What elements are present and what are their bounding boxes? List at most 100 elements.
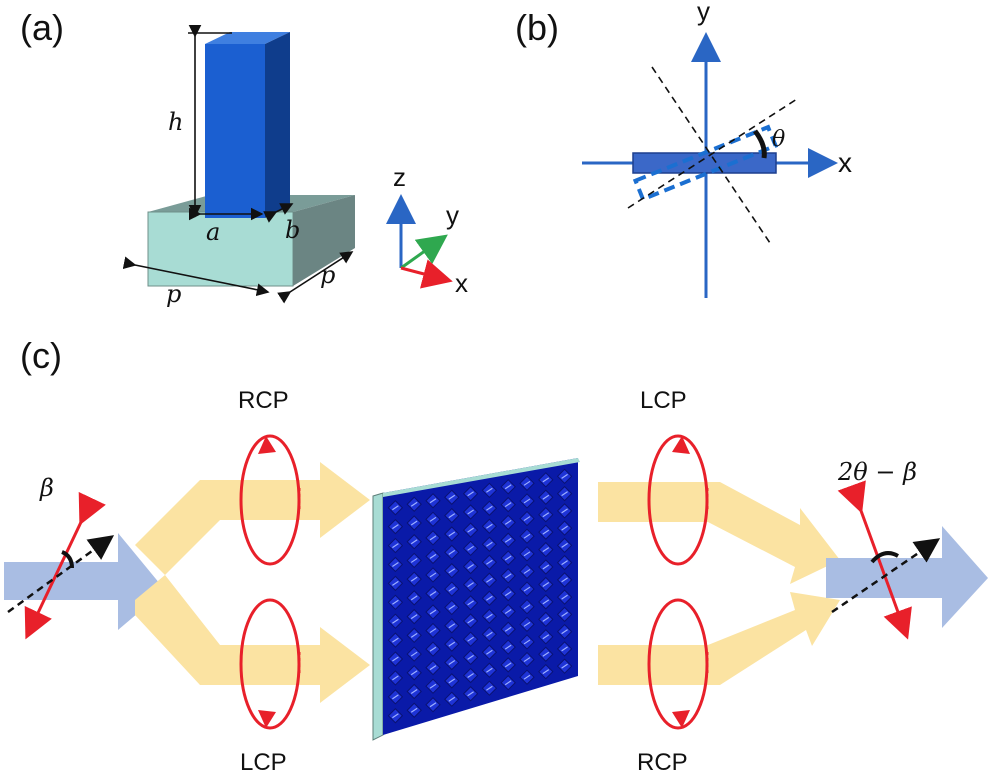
meta-pillar-highlight — [467, 509, 474, 515]
meta-pillar-highlight — [448, 660, 456, 666]
y-label-2d: y — [697, 0, 710, 26]
meta-pillar-highlight — [448, 494, 456, 500]
meta-pillar-highlight — [429, 572, 437, 578]
meta-pillar-highlight — [486, 595, 493, 601]
meta-pillar-highlight — [392, 543, 399, 549]
meta-pillar-highlight — [523, 480, 531, 486]
meta-pillar-highlight — [429, 590, 437, 596]
meta-pillar-highlight — [448, 549, 456, 555]
meta-pillar-highlight — [504, 573, 512, 579]
meta-pillar-highlight — [392, 656, 399, 662]
meta-pillar-highlight — [429, 665, 437, 671]
output-beam — [826, 526, 988, 628]
meta-pillar-highlight — [392, 637, 399, 643]
meta-pillar-highlight — [523, 674, 531, 680]
meta-pillar-highlight — [467, 563, 474, 569]
meta-pillar-highlight — [542, 547, 550, 553]
meta-pillar-highlight — [486, 523, 493, 529]
meta-pillar-highlight — [410, 539, 418, 545]
output-reference-axis — [831, 538, 941, 614]
meta-pillar-highlight — [392, 580, 399, 586]
meta-pillar-highlight — [523, 657, 531, 663]
meta-pillar-highlight — [523, 533, 531, 539]
meta-pillar-highlight — [410, 707, 418, 713]
meta-pillar-highlight — [561, 542, 568, 548]
meta-pillar-highlight — [486, 577, 493, 583]
metasurface — [372, 458, 580, 741]
meta-pillar-highlight — [467, 491, 474, 497]
meta-pillar-highlight — [448, 604, 456, 610]
meta-pillar-highlight — [542, 669, 550, 675]
meta-pillar-highlight — [448, 696, 456, 702]
meta-pillar-highlight — [561, 629, 568, 635]
meta-pillar-highlight — [467, 636, 474, 642]
meta-pillar-highlight — [486, 487, 493, 493]
width-label: a — [206, 218, 220, 246]
meta-pillar-highlight — [448, 623, 456, 629]
meta-pillar-highlight — [410, 632, 418, 638]
x-axis-label: x — [455, 268, 468, 298]
meta-pillar-highlight — [467, 618, 474, 624]
meta-pillar-highlight — [410, 576, 418, 582]
meta-pillar-highlight — [392, 524, 399, 530]
meta-pillar-highlight — [504, 537, 512, 543]
meta-pillar-highlight — [392, 505, 399, 511]
meta-pillar-highlight — [410, 501, 418, 507]
meta-pillar-highlight — [467, 673, 474, 679]
meta-pillar-highlight — [410, 651, 418, 657]
z-axis-label: z — [393, 162, 406, 192]
rcp-arrowhead — [258, 436, 276, 454]
meta-pillar-highlight — [504, 502, 512, 508]
meta-pillar-highlight — [504, 591, 512, 597]
meta-pillar-highlight — [523, 621, 531, 627]
meta-pillar-highlight — [542, 651, 550, 657]
rcp-indicator-right — [647, 598, 709, 730]
height-label: h — [168, 108, 183, 136]
meta-pillar-highlight — [561, 646, 568, 652]
meta-pillar-highlight — [486, 541, 493, 547]
meta-pillar-highlight — [467, 527, 474, 533]
meta-pillar-highlight — [392, 618, 399, 624]
output-polarization — [837, 480, 912, 640]
input-polarization — [24, 491, 106, 640]
meta-pillar-highlight — [561, 560, 568, 566]
meta-pillar-highlight — [448, 531, 456, 537]
lower-recombine-beam — [598, 592, 840, 685]
y-axis-arrow — [400, 234, 448, 270]
period-label-front: p — [166, 280, 181, 308]
meta-pillar-highlight — [429, 553, 437, 559]
lower-split-beam — [135, 575, 370, 703]
meta-pillar-highlight — [410, 689, 418, 695]
meta-pillar-highlight — [542, 581, 550, 587]
pillar-front — [205, 44, 265, 218]
meta-pillar-highlight — [410, 670, 418, 676]
lcp-arrowhead — [258, 710, 276, 728]
meta-pillar-highlight — [523, 586, 531, 592]
meta-pillar-highlight — [523, 551, 531, 557]
meta-pillar-highlight — [504, 608, 512, 614]
theta-arc — [753, 129, 767, 159]
meta-pillar-highlight — [410, 595, 418, 601]
rotated-pillar-outline — [632, 124, 779, 202]
meta-pillar-highlight — [429, 683, 437, 689]
meta-pillar-highlight — [561, 663, 568, 669]
panel-a-label: (a) — [20, 7, 64, 48]
pillar-side — [265, 32, 290, 218]
rcp-label-top-left: RCP — [238, 387, 289, 414]
unit-cell-illustration — [147, 32, 355, 287]
meta-pillar-highlight — [448, 678, 456, 684]
input-reference-axis — [7, 535, 115, 614]
meta-pillar-highlight — [486, 685, 493, 691]
x-label-2d: x — [838, 147, 852, 178]
depth-label: b — [285, 216, 300, 244]
meta-pillar-highlight — [448, 586, 456, 592]
meta-pillar-highlight — [542, 599, 550, 605]
meta-pillar-highlight — [486, 559, 493, 565]
meta-pillar-highlight — [561, 611, 568, 617]
unrotated-pillar — [632, 152, 777, 174]
panel-b-label: (b) — [515, 7, 559, 48]
meta-pillar-highlight — [429, 702, 437, 708]
meta-pillar-highlight — [429, 646, 437, 652]
meta-pillar-highlight — [523, 516, 531, 522]
